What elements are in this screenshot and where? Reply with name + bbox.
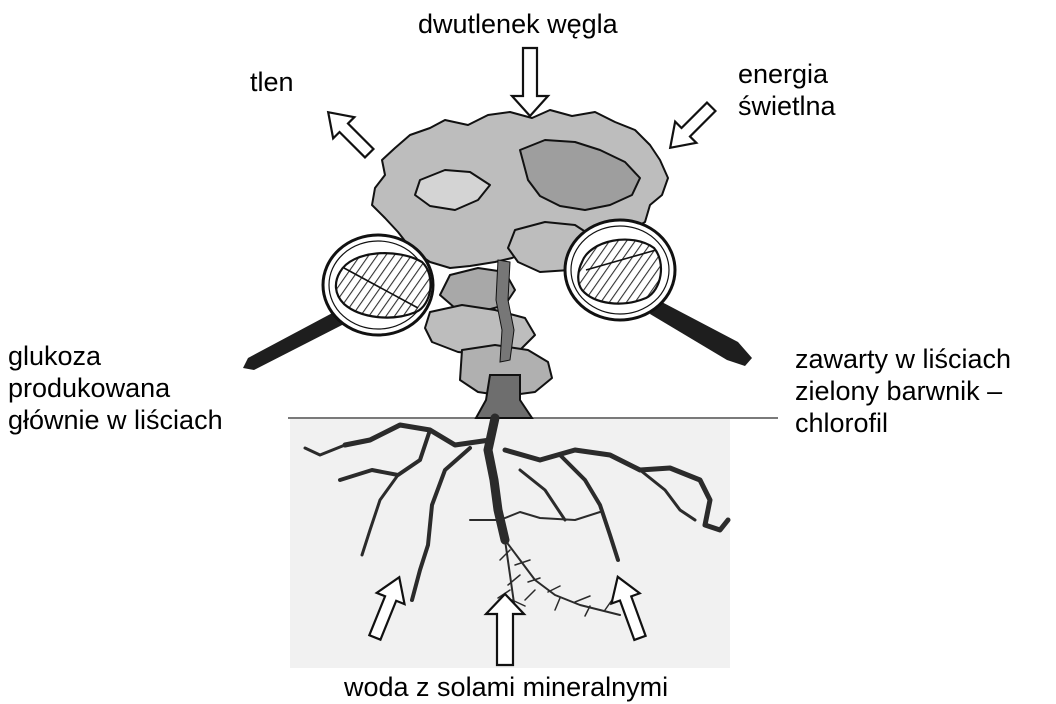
label-glucose: glukoza produkowana głównie w liściach (8, 340, 223, 436)
label-glucose-line1: glukoza (8, 340, 223, 372)
label-glucose-line3: głównie w liściach (8, 404, 223, 436)
magnifier-icon-right (565, 220, 752, 366)
magnifier-icon (243, 235, 433, 370)
label-water: woda z solami mineralnymi (344, 671, 668, 703)
label-chlorophyll-line1: zawarty w liściach (795, 343, 1011, 375)
label-light-line2: świetlna (738, 90, 836, 122)
label-carbon-dioxide: dwutlenek węgla (418, 8, 618, 40)
arrow-icon-oxygen (318, 102, 380, 164)
label-glucose-line2: produkowana (8, 372, 223, 404)
arrow-icon-light (660, 96, 722, 158)
label-light-line1: energia (738, 58, 836, 90)
label-chlorophyll-line2: zielony barwnik – (795, 375, 1011, 407)
label-chlorophyll: zawarty w liściach zielony barwnik – chl… (795, 343, 1011, 439)
label-chlorophyll-line3: chlorofil (795, 407, 1011, 439)
arrow-icon-carbon-dioxide (512, 48, 548, 116)
label-light-energy: energia świetlna (738, 58, 836, 122)
leaf-icon-right (578, 240, 661, 304)
label-oxygen: tlen (250, 66, 294, 98)
